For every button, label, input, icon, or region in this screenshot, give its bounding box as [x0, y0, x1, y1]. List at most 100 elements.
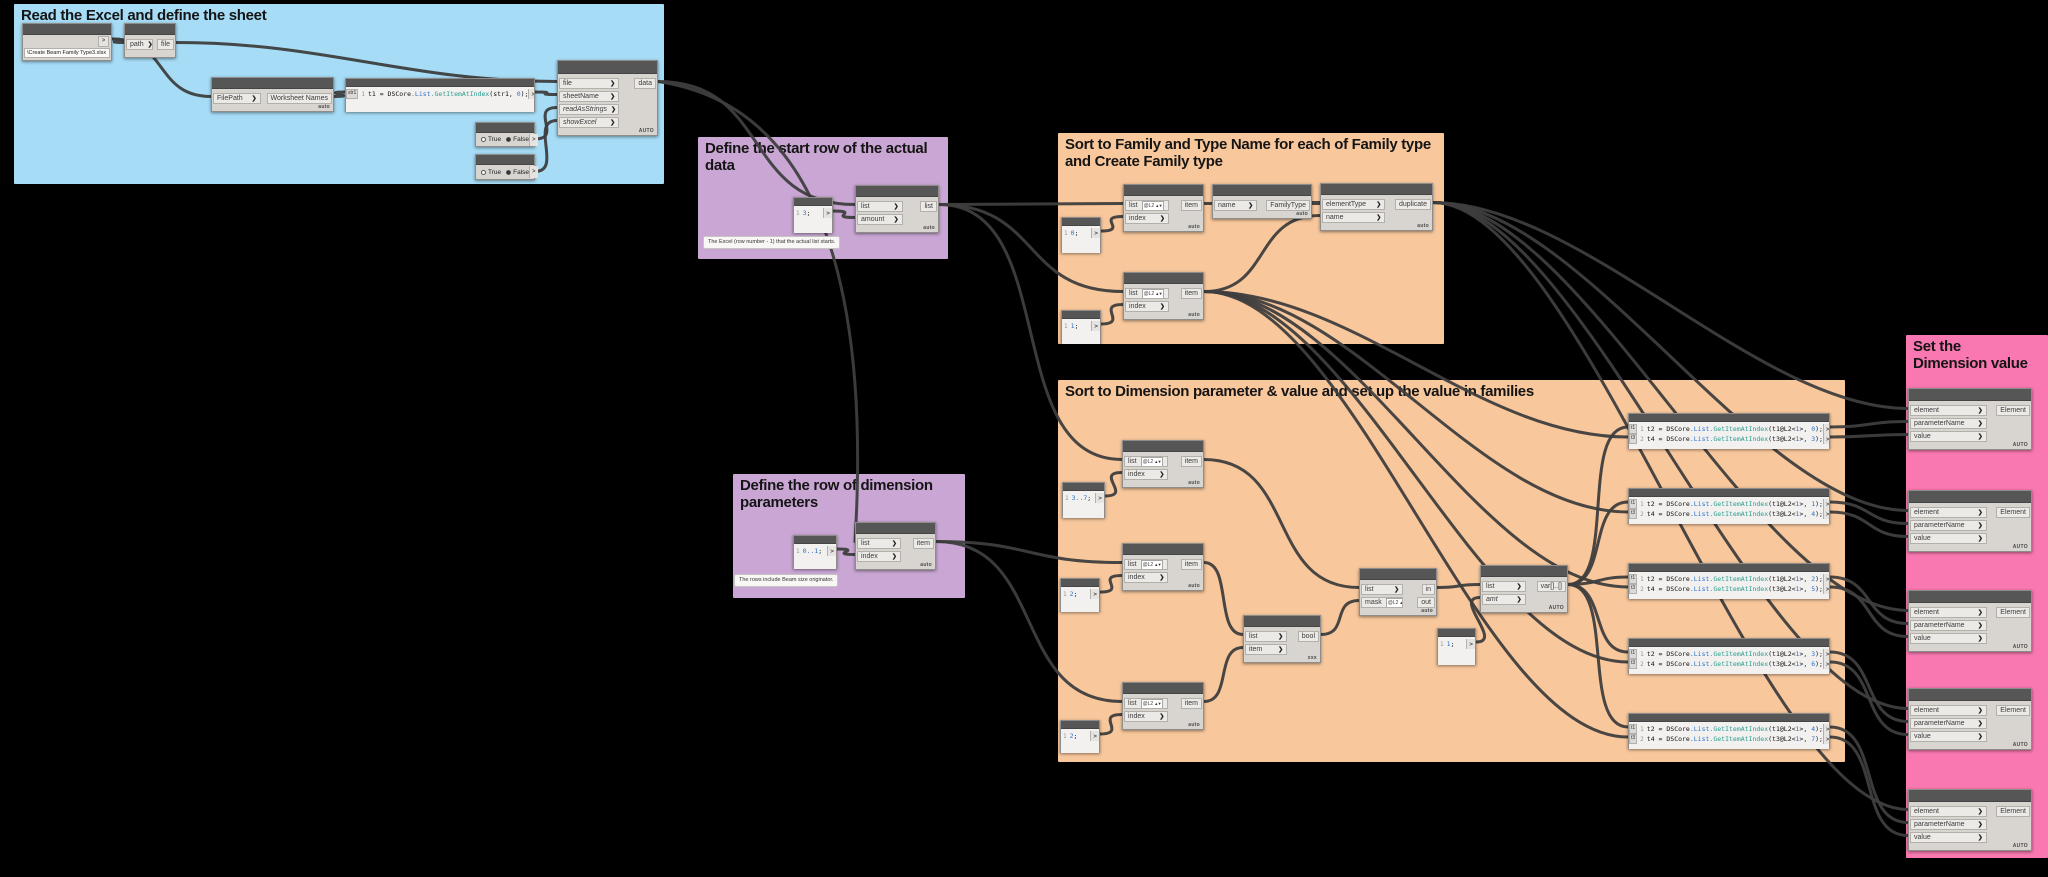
node-header[interactable] [1062, 218, 1100, 226]
text-note[interactable]: The Excel (row number - 1) that the actu… [703, 236, 841, 249]
node-header[interactable] [125, 24, 175, 35]
node-header[interactable] [1629, 564, 1829, 572]
code-input-port[interactable]: t3 [1629, 659, 1638, 669]
code-input-port[interactable]: t1 [1629, 424, 1638, 434]
file-path-node[interactable]: >\Create Beam Family Type3.xlsx [22, 23, 112, 61]
code-output-port[interactable]: > [1822, 499, 1829, 509]
code-output-port[interactable]: > [1822, 734, 1829, 744]
node-header[interactable] [1124, 185, 1203, 196]
lacing-label[interactable]: AUTO [2012, 843, 2028, 849]
input-port[interactable]: list@L2▲▼❯ [1125, 200, 1169, 211]
code-text[interactable]: 2; [1069, 590, 1078, 598]
lacing-label[interactable]: auto [923, 225, 935, 231]
code-text[interactable]: 1; [1446, 640, 1455, 648]
input-port[interactable]: value❯ [1910, 832, 1987, 843]
code-text[interactable]: 3; [802, 209, 811, 217]
output-port[interactable]: bool [1297, 631, 1319, 642]
code-input-port[interactable]: t3 [1629, 734, 1638, 744]
input-port[interactable]: amount❯ [857, 214, 903, 225]
code-input-port[interactable]: t1 [1629, 499, 1638, 509]
code-output-port[interactable]: > [1466, 639, 1475, 649]
code-text[interactable]: 0..1; [802, 547, 823, 555]
code-text[interactable]: t2 = DSCore.List.GetItemAtIndex(t1@L2<1>… [1646, 500, 1823, 508]
code-text[interactable]: t2 = DSCore.List.GetItemAtIndex(t1@L2<1>… [1646, 575, 1823, 583]
code-output-port[interactable]: > [1822, 649, 1829, 659]
output-port[interactable]: Element [1996, 507, 2030, 518]
input-port[interactable]: parameterName❯ [1910, 620, 1987, 631]
node-header[interactable] [1909, 689, 2031, 701]
node-header[interactable] [794, 536, 836, 544]
radio-true-icon[interactable] [481, 137, 486, 142]
code-output-port[interactable]: > [1091, 228, 1100, 238]
input-port[interactable]: element❯ [1910, 705, 1987, 716]
code-output-port[interactable]: > [1822, 659, 1829, 669]
input-port[interactable]: value❯ [1910, 633, 1987, 644]
code-text[interactable]: t4 = DSCore.List.GetItemAtIndex(t3@L2<1>… [1646, 660, 1823, 668]
node-header[interactable] [1213, 185, 1311, 196]
code-input-port[interactable]: t3 [1629, 509, 1638, 519]
node-header[interactable] [476, 123, 534, 133]
node-header[interactable] [1909, 389, 2031, 401]
code-text[interactable]: t4 = DSCore.List.GetItemAtIndex(t3@L2<1>… [1646, 735, 1823, 743]
group-orange1[interactable]: Sort to Family and Type Name for each of… [1058, 133, 1444, 344]
input-port[interactable]: amt❯ [1482, 594, 1526, 605]
input-port[interactable]: parameterName❯ [1910, 520, 1987, 531]
input-port[interactable]: mask@L2▲▼❯ [1361, 597, 1404, 608]
node-header[interactable] [476, 155, 534, 165]
node-header[interactable] [1061, 579, 1099, 587]
input-port[interactable]: parameterName❯ [1910, 418, 1987, 429]
input-port[interactable]: name❯ [1322, 212, 1386, 223]
output-port[interactable]: out [1417, 597, 1435, 608]
output-port[interactable]: item [1180, 698, 1202, 709]
code-input-port[interactable]: t1 [1629, 574, 1638, 584]
output-port[interactable]: var[]..[] [1536, 581, 1566, 592]
code-output-port[interactable]: > [823, 208, 832, 218]
output-port[interactable]: duplicate [1394, 199, 1431, 210]
input-port[interactable]: index❯ [1125, 301, 1169, 312]
code-input-port[interactable]: t1 [1629, 649, 1638, 659]
node-header[interactable] [794, 198, 832, 206]
text-note[interactable]: The rows include Beam size originator. [734, 574, 839, 587]
code-text[interactable]: t4 = DSCore.List.GetItemAtIndex(t3@L2<1>… [1646, 585, 1823, 593]
node-header[interactable] [1481, 566, 1567, 577]
output-port[interactable]: list [920, 201, 937, 212]
code-output-port[interactable]: > [1822, 434, 1829, 444]
list-chop-node[interactable]: list❯var[]..[]amt❯AUTO [1480, 565, 1568, 613]
code-text[interactable]: 3..7; [1071, 494, 1092, 502]
input-port[interactable]: parameterName❯ [1910, 819, 1987, 830]
level-widget[interactable]: @L2▲▼ [1141, 201, 1165, 210]
input-port[interactable]: name❯ [1214, 200, 1258, 211]
output-port[interactable]: Element [1996, 607, 2030, 618]
node-header[interactable] [1909, 591, 2031, 603]
radio-label[interactable]: True [488, 136, 502, 143]
output-port[interactable]: Element [1996, 405, 2030, 416]
code-text[interactable]: 2; [1069, 732, 1078, 740]
node-header[interactable] [1244, 616, 1320, 627]
node-header[interactable] [212, 78, 333, 89]
level-widget[interactable]: @L2▲▼ [1140, 457, 1164, 466]
input-port[interactable]: list❯ [1245, 631, 1288, 642]
node-header[interactable] [1123, 441, 1203, 452]
input-port[interactable]: element❯ [1910, 507, 1987, 518]
level-spinner-icon[interactable]: ▲▼ [1154, 459, 1162, 464]
code-output-port[interactable]: > [1095, 493, 1104, 503]
node-header[interactable] [856, 523, 935, 534]
input-port[interactable]: list❯ [1361, 584, 1404, 595]
lacing-label[interactable]: auto [1417, 223, 1429, 229]
node-header[interactable] [1062, 311, 1100, 319]
input-port[interactable]: index❯ [1125, 213, 1169, 224]
